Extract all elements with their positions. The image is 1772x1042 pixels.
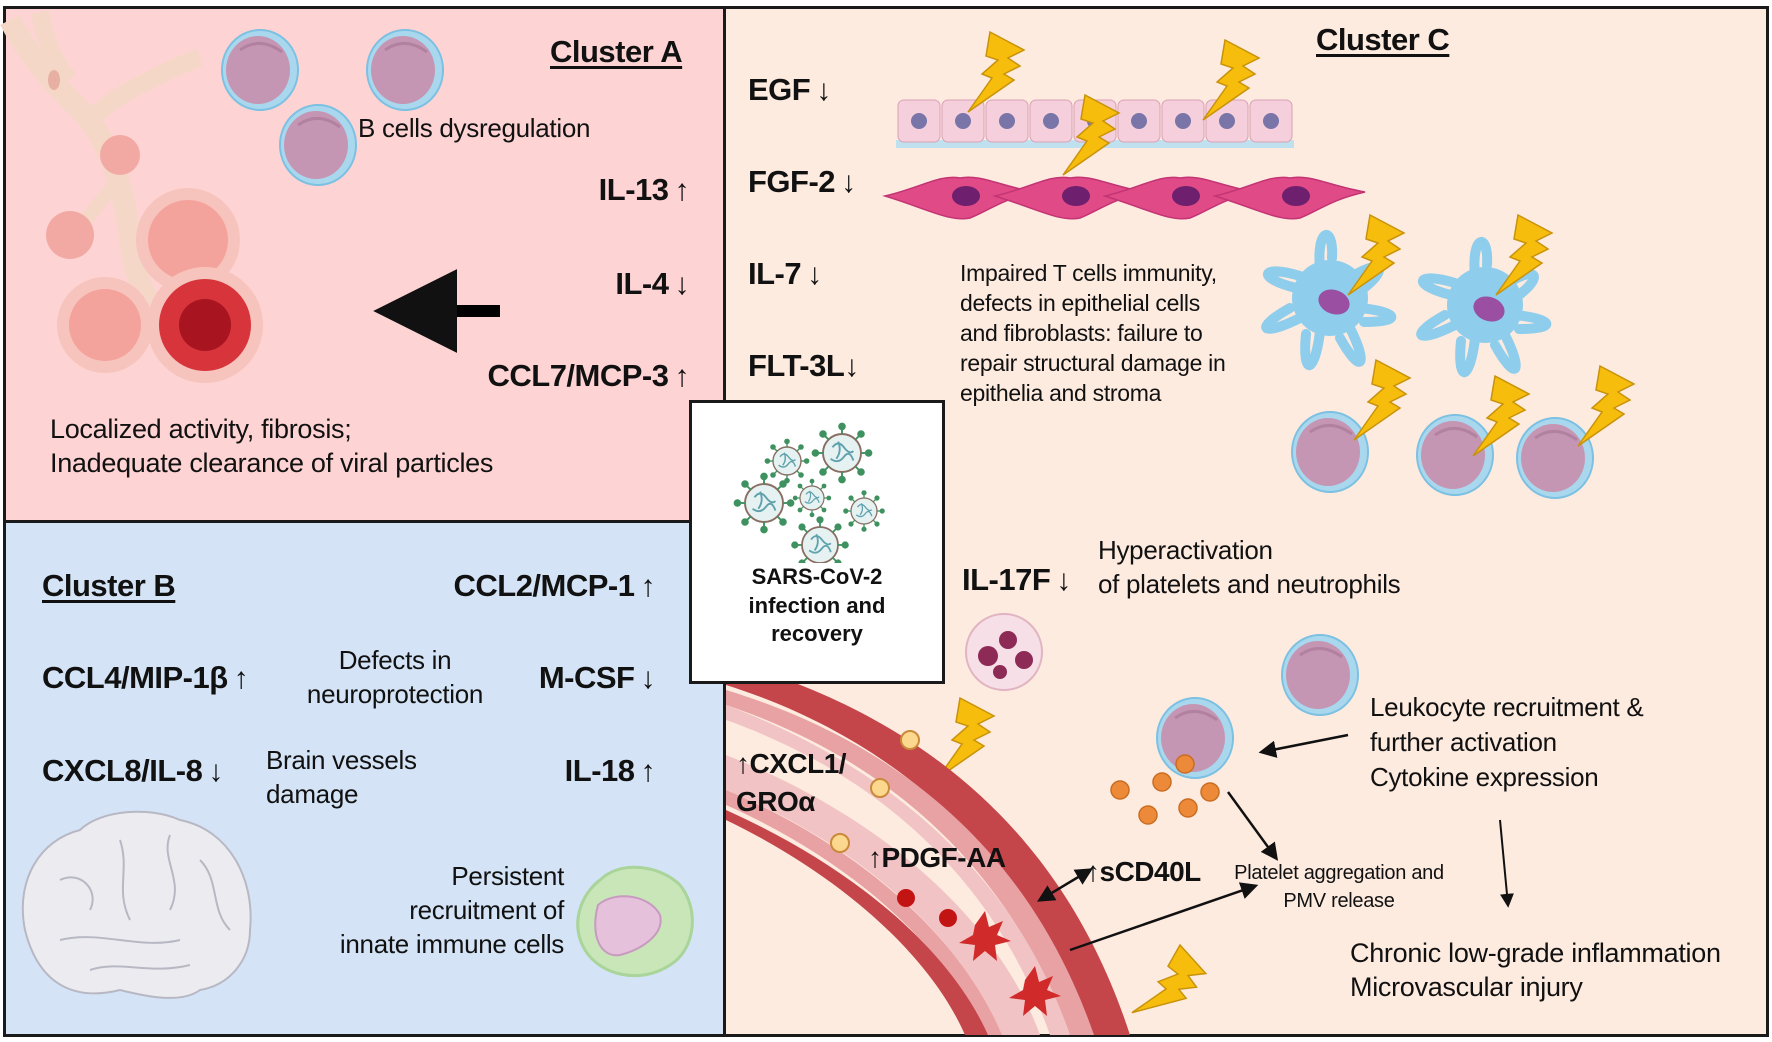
marker-scd40l: ↑sCD40L (1086, 856, 1201, 887)
marker-ccl2: CCL2/MCP-1↑ (453, 568, 656, 603)
arrow-down-icon: ↓ (807, 258, 822, 291)
marker-ccl4: CCL4/MIP-1β↑ (42, 660, 249, 695)
arrow-up-icon: ↑ (674, 174, 690, 207)
neuro-label-line1: Defects in (338, 645, 452, 675)
chronic-inflammation-line2: Microvascular injury (1350, 972, 1583, 1002)
sars-cov-2-box: SARS-CoV-2 infection and recovery (689, 400, 945, 684)
platelet-aggregation-line2: PMV release (1283, 890, 1395, 912)
marker-ccl7: CCL7/MCP-3↑ (487, 358, 690, 393)
hyperactivation-line1: Hyperactivation (1098, 535, 1273, 565)
marker-cxcl1-line1: ↑CXCL1/ (736, 748, 847, 779)
chronic-inflammation-line1: Chronic low-grade inflammation (1350, 938, 1721, 968)
marker-il13: IL-13↑ (598, 172, 690, 207)
marker-flt3l: FLT-3L↓ (748, 348, 859, 383)
innate-label-line2: recruitment of (409, 895, 564, 925)
vessel-label-line2: damage (266, 779, 359, 809)
arrow-down-icon: ↓ (844, 350, 859, 383)
platelet-aggregation-line1: Platelet aggregation and (1234, 862, 1444, 884)
neuro-label-line2: neuroprotection (306, 679, 484, 709)
marker-fgf2: FGF-2↓ (748, 164, 856, 199)
marker-pdgf-aa: ↑PDGF-AA (868, 842, 1006, 873)
vessel-label-line1: Brain vessels (266, 745, 417, 775)
marker-il18: IL-18↑ (564, 753, 656, 788)
arrow-down-icon: ↓ (640, 662, 656, 695)
cluster-a-title: Cluster A (550, 34, 683, 69)
marker-cxcl1-line2: GROα (736, 786, 816, 817)
arrow-down-icon: ↓ (674, 268, 690, 301)
hyperactivation-line2: of platelets and neutrophils (1098, 569, 1401, 599)
arrow-up-icon: ↑ (640, 755, 656, 788)
sars-cov-2-label: SARS-CoV-2 infection and recovery (748, 564, 886, 647)
arrow-down-icon: ↓ (208, 755, 223, 788)
arrow-down-icon: ↓ (841, 166, 856, 199)
cluster-a-summary-line1: Localized activity, fibrosis; (50, 414, 352, 444)
cluster-b-title: Cluster B (42, 568, 176, 603)
innate-label-line1: Persistent (451, 861, 564, 891)
marker-cxcl8: CXCL8/IL-8↓ (42, 753, 223, 788)
arrow-up-icon: ↑ (674, 360, 690, 393)
marker-il17f: IL-17F↓ (962, 562, 1071, 597)
cluster-a-summary-line2: Inadequate clearance of viral particles (50, 448, 494, 478)
leukocyte-text: Leukocyte recruitment & further activati… (1370, 692, 1644, 792)
marker-il7: IL-7↓ (748, 256, 822, 291)
marker-mcsf: M-CSF↓ (538, 660, 656, 695)
innate-label-line3: innate immune cells (339, 929, 564, 959)
marker-il4: IL-4↓ (615, 266, 690, 301)
marker-egf: EGF↓ (748, 72, 831, 107)
arrow-down-icon: ↓ (1056, 564, 1071, 597)
arrow-up-icon: ↑ (640, 570, 656, 603)
impaired-t-cells-text: Impaired T cells immunity, defects in ep… (960, 260, 1226, 406)
arrow-down-icon: ↓ (816, 74, 831, 107)
cluster-a-panel (3, 6, 726, 523)
b-cells-label: B cells dysregulation (358, 113, 591, 143)
virus-cluster-icon (733, 422, 885, 563)
arrow-up-icon: ↑ (233, 662, 249, 695)
cluster-c-title: Cluster C (1316, 22, 1450, 57)
